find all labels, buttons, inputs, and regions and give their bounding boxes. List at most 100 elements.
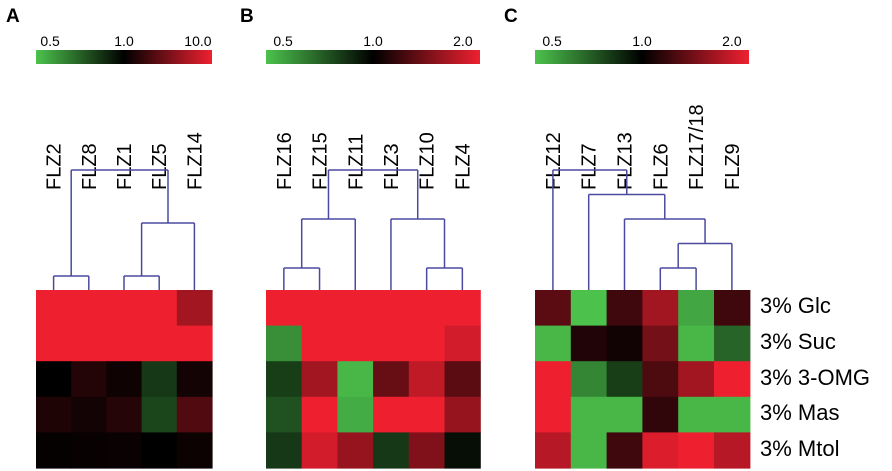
panel-a-letter: A <box>6 6 20 27</box>
heatmap-cell <box>714 361 751 398</box>
heatmap-cell <box>141 325 178 362</box>
column-label: FLZ12 <box>543 132 565 190</box>
panel-c-letter: C <box>504 6 518 27</box>
heatmap-cell <box>337 396 374 433</box>
panel-a-dendrogram <box>52 169 196 290</box>
heatmap-cell <box>408 432 446 469</box>
heatmap-cell <box>642 290 679 327</box>
heatmap-cell <box>36 396 72 433</box>
column-label: FLZ5 <box>149 143 171 190</box>
heatmap-cell <box>301 396 338 433</box>
colorbar-gradient <box>266 50 480 64</box>
heatmap-cell <box>266 325 303 362</box>
heatmap-cell <box>106 361 143 398</box>
colorbar-tick-label: 0.5 <box>273 33 293 49</box>
heatmap-cell <box>714 290 751 327</box>
heatmap-cell <box>678 325 715 362</box>
heatmap-cell <box>373 325 410 362</box>
heatmap-cell <box>36 325 72 362</box>
column-label: FLZ9 <box>722 143 744 190</box>
heatmap-cell <box>606 361 643 398</box>
heatmap-cell <box>642 432 679 469</box>
row-label: 3% Mtol <box>760 436 839 461</box>
heatmap-cell <box>714 325 751 362</box>
colorbar-gradient <box>535 50 749 64</box>
heatmap-cell <box>535 396 572 433</box>
heatmap-cell <box>266 396 303 433</box>
heatmap-cell <box>337 290 374 327</box>
row-label: 3% Glc <box>760 293 831 318</box>
heatmap-cell <box>141 361 178 398</box>
column-label: FLZ15 <box>310 132 332 190</box>
heatmap-cell <box>71 396 107 433</box>
panel-a-heatmap <box>36 290 213 469</box>
heatmap-cell <box>36 290 72 327</box>
heatmap-cell <box>106 290 143 327</box>
heatmap-cell <box>141 396 178 433</box>
panel-c-heatmap <box>535 290 751 469</box>
heatmap-cell <box>606 432 643 469</box>
heatmap-cell <box>408 361 446 398</box>
heatmap-cell <box>642 396 679 433</box>
heatmap-cell <box>678 432 715 469</box>
column-label: FLZ14 <box>184 132 206 190</box>
heatmap-cell <box>570 432 608 469</box>
heatmap-cell <box>337 432 374 469</box>
heatmap-cell <box>408 325 446 362</box>
panel-c-colorbar: 0.5 1.0 2.0 <box>535 33 749 64</box>
heatmap-cell <box>337 325 374 362</box>
heatmap-cell <box>678 361 715 398</box>
heatmap-cell <box>176 396 213 433</box>
row-label: 3% Mas <box>760 400 839 425</box>
heatmap-cell <box>106 432 143 469</box>
heatmap-cell <box>570 325 608 362</box>
heatmap-cell <box>176 325 213 362</box>
heatmap-cell <box>678 396 715 433</box>
heatmap-cell <box>266 290 303 327</box>
colorbar-tick-label: 1.0 <box>363 33 383 49</box>
colorbar-tick-label: 1.0 <box>114 33 134 49</box>
heatmap-cell <box>408 290 446 327</box>
heatmap-cell <box>301 361 338 398</box>
row-labels: 3% Glc 3% Suc 3% 3-OMG 3% Mas 3% Mtol <box>760 293 870 461</box>
heatmap-cell <box>71 361 107 398</box>
heatmap-cell <box>444 361 481 398</box>
heatmap-cell <box>444 325 481 362</box>
row-label: 3% 3-OMG <box>760 365 870 390</box>
colorbar-tick-label: 1.0 <box>632 33 652 49</box>
colorbar-tick-label: 2.0 <box>722 33 742 49</box>
column-label: FLZ17/18 <box>686 104 708 190</box>
column-label: FLZ4 <box>452 143 474 190</box>
panel-b-heatmap <box>266 290 481 469</box>
heatmap-cell <box>106 325 143 362</box>
colorbar-tick-label: 0.5 <box>542 33 562 49</box>
heatmap-cell <box>373 290 410 327</box>
colorbar-tick-label: 0.5 <box>40 33 60 49</box>
column-label: FLZ6 <box>650 143 672 190</box>
heatmap-cell <box>176 361 213 398</box>
heatmap-cell <box>444 432 481 469</box>
heatmap-cell <box>301 432 338 469</box>
heatmap-cell <box>373 361 410 398</box>
heatmap-cell <box>373 432 410 469</box>
heatmap-cell <box>71 325 107 362</box>
column-label: FLZ16 <box>274 132 296 190</box>
column-label: FLZ13 <box>615 132 637 190</box>
colorbar-tick-label: 10.0 <box>184 33 211 49</box>
heatmap-cell <box>373 396 410 433</box>
heatmap-cell <box>444 290 481 327</box>
heatmap-cell <box>106 396 143 433</box>
heatmap-cell <box>71 432 107 469</box>
heatmap-cell <box>678 290 715 327</box>
heatmap-cell <box>301 290 338 327</box>
heatmap-cell <box>535 432 572 469</box>
heatmap-cell <box>301 325 338 362</box>
heatmap-cell <box>714 432 751 469</box>
heatmap-cell <box>535 290 572 327</box>
heatmap-cell <box>606 290 643 327</box>
